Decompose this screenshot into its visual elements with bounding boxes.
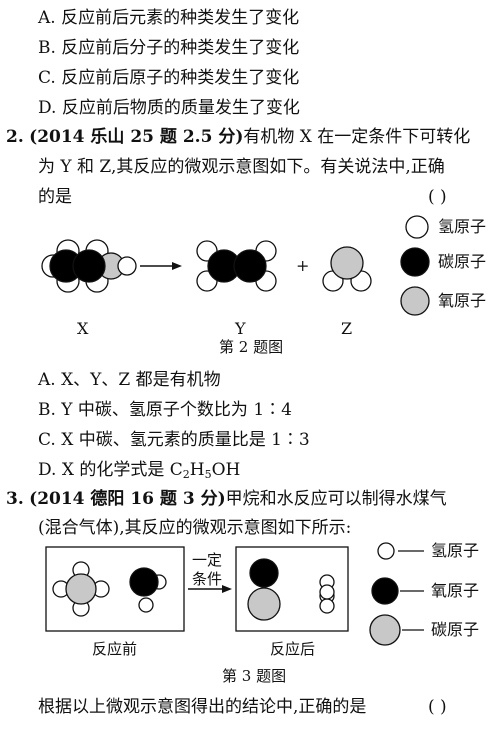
label-z: Z [341, 319, 353, 338]
question-number: 3. [6, 489, 24, 509]
condition-top: 一定 [192, 551, 223, 569]
option-c-prev: C. 反应前后原子的种类发生了变化 [38, 68, 300, 88]
hydrogen-molecules [319, 574, 335, 614]
legend-carbon-3: 碳原子 [431, 620, 480, 639]
question-text: 甲烷和水反应可以制得水煤气 [225, 489, 447, 509]
legend-hydrogen-3: 氢原子 [431, 541, 480, 560]
label-after: 反应后 [270, 640, 316, 658]
legend-carbon: 碳原子 [438, 252, 487, 271]
answer-bracket: ( ) [428, 187, 447, 207]
condition-bottom: 条件 [192, 570, 223, 588]
figure-3-caption: 第 3 题图 [222, 667, 287, 685]
legend-oxygen-3: 氧原子 [431, 581, 480, 600]
molecule-z [322, 246, 372, 292]
option-d-prev: D. 反应前后物质的质量发生了变化 [38, 98, 300, 118]
option-a: A. X、Y、Z 都是有机物 [38, 370, 221, 390]
option-b: B. Y 中碳、氢原子个数比为 1∶4 [38, 400, 292, 420]
molecule-y [196, 240, 277, 292]
label-x: X [77, 319, 89, 338]
legend-hydrogen: 氢原子 [438, 217, 487, 236]
option-b-prev: B. 反应前后分子的种类发生了变化 [38, 38, 300, 58]
question-3-line-3: 根据以上微观示意图得出的结论中,正确的是 [38, 697, 367, 717]
option-a-prev: A. 反应前后元素的种类发生了变化 [38, 8, 300, 28]
water-molecule [129, 567, 167, 613]
question-2-line-1: 2. (2014 乐山 25 题 2.5 分)有机物 X 在一定条件下可转化 [6, 127, 470, 147]
option-d: D. X 的化学式是 C2H5OH [38, 460, 241, 481]
question-number: 2. [6, 127, 24, 147]
methane-molecule [52, 561, 110, 617]
option-c: C. X 中碳、氢元素的质量比是 1∶3 [38, 430, 310, 450]
label-before: 反应前 [92, 640, 138, 658]
question-source: (2014 乐山 25 题 2.5 分) [29, 127, 244, 147]
carbon-monoxide-molecule [247, 558, 281, 621]
question-2-line-2: 为 Y 和 Z,其反应的微观示意图如下。有关说法中,正确 [38, 157, 445, 177]
question-3-line-2: (混合气体),其反应的微观示意图如下所示: [38, 518, 352, 538]
figure-2-caption: 第 2 题图 [219, 338, 284, 356]
plus-sign: + [296, 256, 310, 275]
molecule-x [41, 239, 137, 293]
label-y: Y [235, 319, 246, 338]
question-source: (2014 德阳 16 题 3 分) [29, 489, 226, 509]
question-text: 有机物 X 在一定条件下可转化 [243, 127, 471, 147]
legend-oxygen: 氧原子 [438, 291, 487, 310]
answer-bracket-3: ( ) [428, 697, 447, 717]
question-3-line-1: 3. (2014 德阳 16 题 3 分)甲烷和水反应可以制得水煤气 [6, 489, 447, 509]
question-2-line-3: 的是 [38, 187, 72, 207]
